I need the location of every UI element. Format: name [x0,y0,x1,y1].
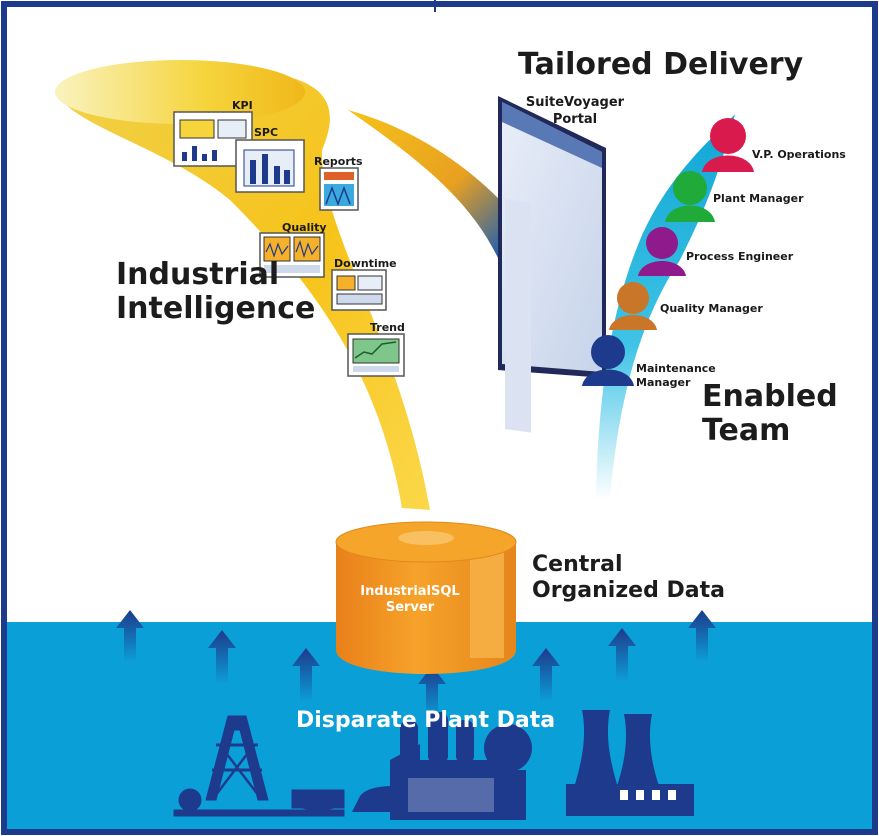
process-engineer-label: Process Engineer [686,250,794,263]
delivery-band [348,110,500,258]
industrial-intelligence-line2: Intelligence [116,291,316,326]
plant-manager-avatar [665,171,715,222]
central-data-line2: Organized Data [532,578,725,603]
process-engineer-avatar [638,227,686,276]
arrow-up [532,648,560,702]
portal-label-line2: Portal [552,112,598,127]
factory-icon [352,712,532,820]
plant-manager-label: Plant Manager [713,192,804,205]
oil-derrick-icon [173,715,345,817]
arrow-up [116,610,144,662]
downtime-report-icon [331,269,387,311]
quality-manager-avatar [609,282,657,330]
disparate-plant-data-label: Disparate Plant Data [296,708,556,733]
arrow-up [608,628,636,682]
trend-report-icon [347,333,405,377]
spc-label: SPC [254,126,279,139]
reports-label: Reports [314,155,363,168]
server-label-line2: Server [385,600,435,615]
arrow-up [208,630,236,684]
vp-operations-avatar [702,118,754,172]
maintenance-manager-label-line1: Maintenance [636,362,716,375]
enabled-team-line2: Team [702,413,791,448]
enabled-team-line1: Enabled [702,379,838,414]
industrialsql-server-cylinder [335,521,517,674]
cooling-tower-icon [566,710,694,816]
arrow-up [292,648,320,702]
downtime-label: Downtime [334,257,397,270]
yellow-funnel-mouth [55,60,305,124]
quality-report-icon [259,232,325,278]
spc-report-icon [235,139,305,193]
vp-operations-label: V.P. Operations [752,148,846,161]
arrow-up [688,610,716,662]
industrial-intelligence-line1: Industrial [116,257,280,292]
reports-icon [319,167,359,211]
portal-label-line1: SuiteVoyager [525,95,625,110]
quality-label: Quality [282,221,327,234]
server-label-line1: IndustrialSQL [360,584,460,599]
portal-screen [498,96,606,433]
trend-label: Trend [370,321,405,334]
arrow-up [418,666,446,720]
maintenance-manager-avatar [582,335,634,386]
data-flow-arrows [116,610,716,720]
central-data-line1: Central [532,552,623,577]
maintenance-manager-label-line2: Manager [636,376,691,389]
tailored-delivery-heading: Tailored Delivery [518,47,804,82]
quality-manager-label: Quality Manager [660,302,763,315]
kpi-label: KPI [232,99,253,112]
